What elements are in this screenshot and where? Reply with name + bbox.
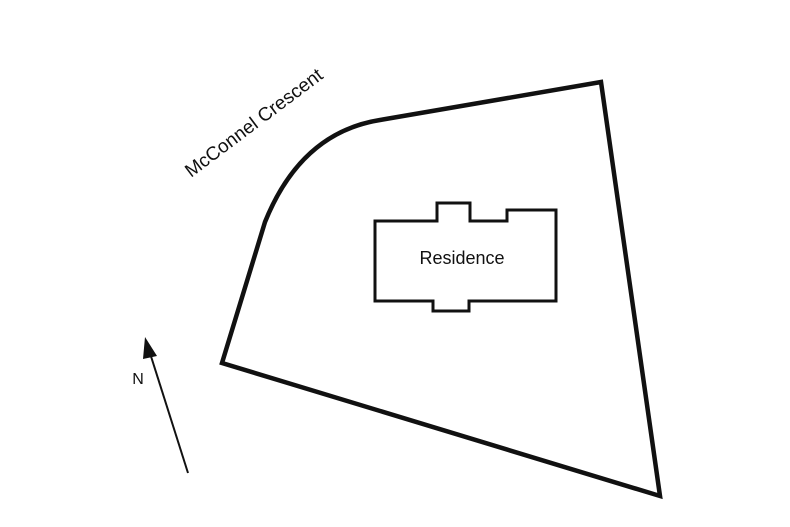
north-arrow-head-icon: [143, 337, 157, 359]
north-label: N: [132, 371, 144, 388]
residence-footprint: [373, 201, 558, 313]
street-label: McConnel Crescent: [181, 64, 327, 182]
lot-boundary: [219, 79, 663, 500]
north-arrow-shaft: [148, 349, 189, 474]
residence-label: Residence: [419, 248, 504, 268]
north-arrow: [143, 337, 189, 474]
